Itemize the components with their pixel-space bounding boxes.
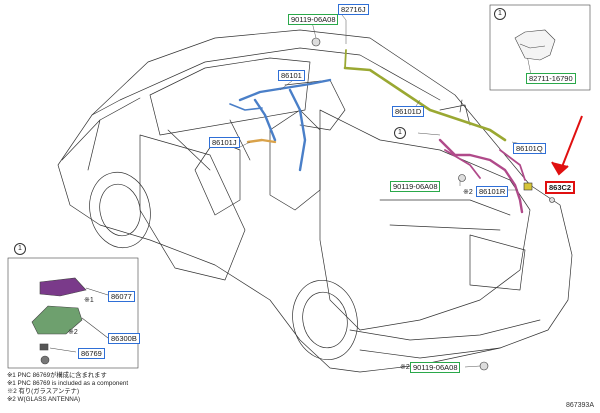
callout-1-inset: ※1 [84, 297, 94, 304]
callout-2-main: ※2 [463, 189, 473, 196]
clip-top [311, 37, 321, 47]
label-86300b: 86300B [108, 333, 140, 344]
rear-wheel [292, 279, 358, 361]
callout-2-bottom: ※2 [400, 364, 410, 371]
callout-1-main: 1 [394, 127, 406, 139]
front-wheel [89, 171, 151, 249]
label-86101q: 86101Q [513, 143, 546, 154]
red-highlight-arrow [551, 115, 583, 176]
harness-86101j [246, 138, 277, 144]
connector-863c2 [523, 182, 533, 191]
label-86077: 86077 [108, 291, 135, 302]
label-86101d: 86101D [392, 106, 425, 117]
note-line-2: ※1 PNC 86769 is included as a component [7, 380, 129, 387]
amplifier-shape [31, 305, 83, 335]
note-line-4: ※2 W(GLASS ANTENNA) [7, 396, 81, 403]
note-line-3: ※2 有り(ガラスアンテナ) [7, 388, 80, 395]
figure-code: 867393A [565, 402, 594, 409]
label-90119-06a08-mid: 90119-06A08 [390, 181, 441, 192]
label-90119-06a08-top: 90119-06A08 [288, 14, 339, 25]
label-82711-16790: 82711-16790 [526, 73, 576, 84]
harness-86101r [438, 138, 524, 214]
inset-box-antenna [7, 257, 139, 369]
detail-box-82711 [489, 4, 591, 91]
harness-86101 [238, 78, 332, 172]
callout-1-inset-top: 1 [14, 243, 26, 255]
label-90119-06a08-bottom: 90119-06A08 [410, 362, 461, 373]
label-82716j: 82716J [338, 4, 369, 15]
car-body-outline [57, 29, 573, 373]
label-86769: 86769 [78, 348, 105, 359]
harness-86101d [343, 66, 507, 142]
clip-mid [458, 174, 466, 182]
label-863c2-highlighted: 863C2 [545, 181, 576, 194]
callout-2-inset: ※2 [68, 329, 78, 336]
callout-1-detail: 1 [494, 8, 506, 20]
label-86101r: 86101R [476, 186, 509, 197]
fin-antenna-shape [39, 277, 87, 297]
label-86101j: 86101J [209, 137, 240, 148]
note-line-1: ※1 PNC 86769が構成に含まれます [7, 372, 107, 379]
clip-bottom [479, 361, 489, 371]
label-86101: 86101 [278, 70, 305, 81]
